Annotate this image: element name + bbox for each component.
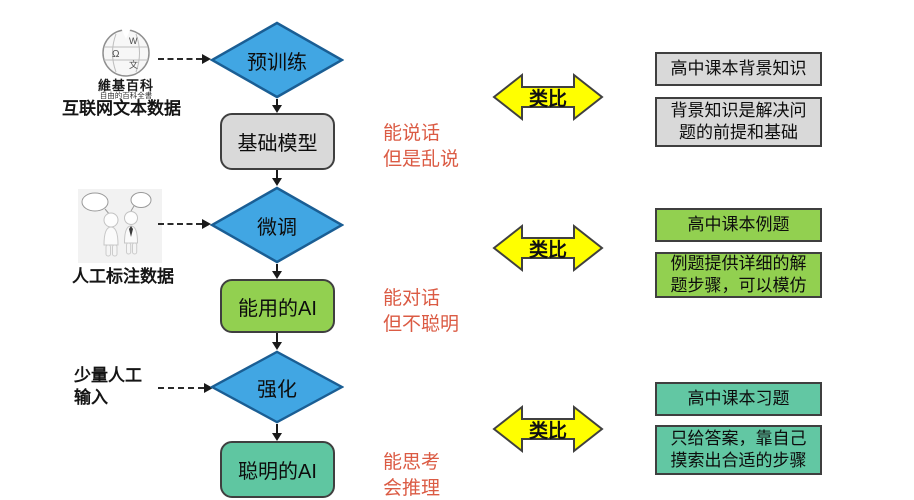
rect-base-model: 基础模型 <box>220 113 335 170</box>
base-model-label: 基础模型 <box>237 133 318 155</box>
analogy-label: 类比 <box>528 239 567 261</box>
analogy-label: 类比 <box>528 420 567 442</box>
analogy-arrow-1: 类比 <box>492 72 604 122</box>
analogy-box-worked-examples-desc: 例题提供详细的解 题步骤，可以模仿 <box>655 252 822 298</box>
double-arrow-icon <box>492 404 604 454</box>
flow-arrow-2 <box>272 170 282 186</box>
diamond-finetune: 微调 <box>210 186 344 264</box>
dashed-arrow-annotation-to-finetune <box>158 219 211 229</box>
double-arrow-icon <box>492 223 604 273</box>
wikipedia-title: 維基百科 <box>97 78 154 93</box>
svg-text:W: W <box>129 36 138 46</box>
wikipedia-logo-icon: Ω W 文 <box>102 28 150 77</box>
diamond-shape <box>210 350 344 424</box>
diamond-reinforce: 强化 <box>210 350 344 424</box>
analogy-arrow-2: 类比 <box>492 223 604 273</box>
flow-arrow-1 <box>272 99 282 113</box>
rect-usable-ai: 能用的AI <box>220 279 335 333</box>
svg-text:文: 文 <box>129 59 138 70</box>
dashed-arrow-wiki-to-pretrain <box>158 54 211 64</box>
human-annotators-image <box>78 189 162 263</box>
flow-arrow-5 <box>272 424 282 441</box>
analogy-box-exercises-desc: 只给答案，靠自己 摸索出合适的步骤 <box>655 425 822 475</box>
pretrain-label: 预训练 <box>247 51 307 74</box>
usable-ai-label: 能用的AI <box>238 297 317 320</box>
reinforce-label: 强化 <box>257 378 297 401</box>
diamond-shape <box>210 186 344 264</box>
annotated-data-caption: 人工标注数据 <box>72 267 174 286</box>
svg-text:Ω: Ω <box>112 49 120 60</box>
analogy-arrow-3: 类比 <box>492 404 604 454</box>
smart-ai-label: 聪明的AI <box>238 461 317 483</box>
finetune-label: 微调 <box>257 216 297 239</box>
dashed-arrow-manual-to-reinforce <box>158 383 213 393</box>
double-arrow-icon <box>492 72 604 122</box>
note-base-model: 能说话 但是乱说 <box>383 123 460 170</box>
flow-arrow-3 <box>272 264 282 279</box>
note-smart-ai: 能思考 会推理 <box>383 452 441 499</box>
diamond-pretrain: 预训练 <box>210 21 344 99</box>
internet-text-caption: 互联网文本数据 <box>62 99 181 118</box>
analogy-label: 类比 <box>528 88 567 110</box>
manual-input-caption: 少量人工 输入 <box>74 366 142 407</box>
analogy-box-exercises: 高中课本习题 <box>655 382 822 416</box>
wikipedia-subtitle: 自由的百科全書 <box>99 91 153 100</box>
analogy-box-background-knowledge: 高中课本背景知识 <box>655 52 822 86</box>
analogy-box-background-knowledge-desc: 背景知识是解决问 题的前提和基础 <box>655 97 822 147</box>
rect-smart-ai: 聪明的AI <box>220 441 335 498</box>
diamond-shape <box>210 21 344 99</box>
flow-arrow-4 <box>272 333 282 350</box>
analogy-box-worked-examples: 高中课本例题 <box>655 208 822 242</box>
note-usable-ai: 能对话 但不聪明 <box>383 288 460 335</box>
